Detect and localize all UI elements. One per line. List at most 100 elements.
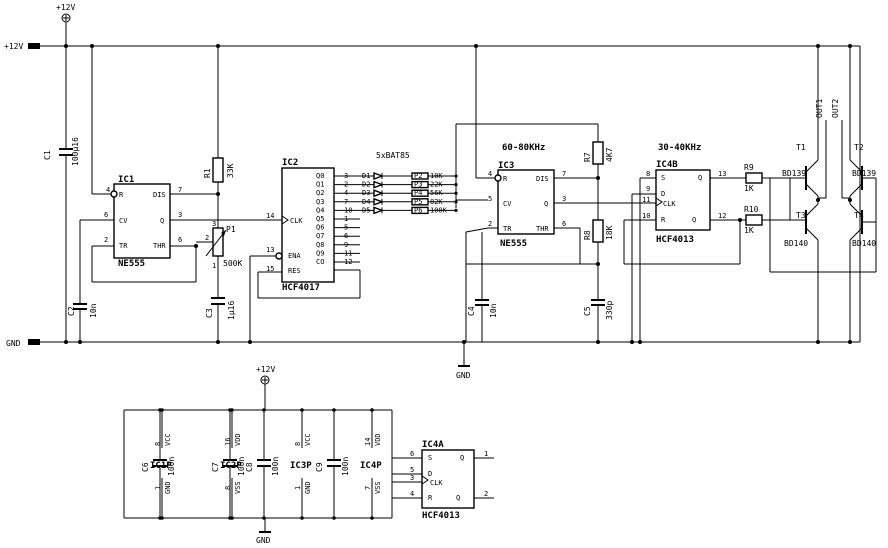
supply-ic-bot-pin: 1 <box>154 486 162 490</box>
supply-cap-label: C8 <box>245 462 254 472</box>
ic2-pin-label: Q5 <box>316 215 324 223</box>
capacitor-c4: C4 10n <box>467 232 498 342</box>
svg-text:2: 2 <box>205 234 209 242</box>
svg-text:7: 7 <box>562 170 566 178</box>
diode-array-title: 5xBAT85 <box>376 151 410 160</box>
trimmer-label: P5 <box>414 198 422 206</box>
svg-text:3: 3 <box>212 220 216 228</box>
svg-text:3: 3 <box>410 474 414 482</box>
supply-ic-bot-pin: 1 <box>294 486 302 490</box>
svg-text:1: 1 <box>212 262 216 270</box>
diode-label: D3 <box>362 189 370 197</box>
resistor-r9: R9 1K <box>744 163 790 193</box>
supply-ic-bot-name: GND <box>164 481 172 494</box>
svg-text:D: D <box>428 470 432 478</box>
svg-text:33K: 33K <box>226 163 235 178</box>
svg-text:CLK: CLK <box>663 200 676 208</box>
diode-label: D5 <box>362 206 370 214</box>
svg-text:11: 11 <box>642 196 650 204</box>
svg-text:BD140: BD140 <box>852 239 876 248</box>
supply-ic-bot-name: GND <box>304 481 312 494</box>
vcc-terminal <box>28 43 40 49</box>
diode-symbol <box>373 171 384 181</box>
svg-text:330p: 330p <box>605 301 614 320</box>
ic1-type: NE555 <box>118 259 145 269</box>
resistor-r8: R8 18K <box>583 219 614 300</box>
supply-ic-top-pin: 8 <box>294 442 302 446</box>
svg-text:TR: TR <box>119 242 128 250</box>
svg-text:6: 6 <box>104 211 108 219</box>
vcc-terminal-circle <box>61 13 71 23</box>
svg-text:T3: T3 <box>796 211 806 220</box>
svg-text:1K: 1K <box>744 226 754 235</box>
svg-text:R: R <box>503 175 508 183</box>
svg-text:500K: 500K <box>223 259 242 268</box>
ic2-pin-label: Q2 <box>316 189 324 197</box>
diode-symbol <box>373 206 384 215</box>
ic2-pin-label: Q0 <box>316 172 324 180</box>
svg-text:Q: Q <box>456 494 460 502</box>
ic3-type: NE555 <box>500 239 527 249</box>
svg-text:R9: R9 <box>744 163 754 172</box>
svg-text:10n: 10n <box>489 303 498 318</box>
svg-text:R10: R10 <box>744 205 759 214</box>
svg-text:R1: R1 <box>203 168 212 178</box>
supply-ic-label: IC3P <box>290 461 312 471</box>
svg-text:CV: CV <box>503 200 512 208</box>
svg-text:P1: P1 <box>226 225 236 234</box>
svg-text:C3: C3 <box>205 308 214 318</box>
svg-text:4: 4 <box>488 170 492 178</box>
diode-label: D1 <box>362 172 370 180</box>
svg-text:OUT1: OUT1 <box>815 99 824 118</box>
svg-text:CLK: CLK <box>430 479 443 487</box>
potentiometer-p1: P1 500K 1 2 3 <box>194 220 242 294</box>
svg-text:RES: RES <box>288 267 301 275</box>
svg-text:15: 15 <box>266 265 274 273</box>
svg-text:14: 14 <box>266 212 274 220</box>
svg-text:Q: Q <box>698 174 702 182</box>
svg-text:6: 6 <box>562 220 566 228</box>
svg-text:DIS: DIS <box>536 175 549 183</box>
supply-vcc-label: +12V <box>256 365 275 374</box>
trimmer-label: P2 <box>414 172 422 180</box>
supply-ic-top-name: VCC <box>164 433 172 446</box>
svg-text:1μ16: 1μ16 <box>227 301 236 320</box>
svg-text:2: 2 <box>488 220 492 228</box>
svg-text:5: 5 <box>410 466 414 474</box>
gnd-rail-label: GND <box>6 339 21 348</box>
trimmer-label: P4 <box>414 189 422 197</box>
svg-text:Q: Q <box>160 217 164 225</box>
resistor-r10: R10 1K <box>744 205 790 235</box>
ic4a-name: IC4A <box>422 440 444 450</box>
ic2-pin-label: Q7 <box>316 232 324 240</box>
svg-text:10: 10 <box>642 212 650 220</box>
ic1-name: IC1 <box>118 175 134 185</box>
c2-value: 10n <box>89 303 98 318</box>
gnd-tap-label: GND <box>456 371 471 380</box>
svg-text:T1: T1 <box>796 143 806 152</box>
svg-text:18K: 18K <box>605 225 614 240</box>
supply-ic-bot-pin: 8 <box>224 486 232 490</box>
ic2-name: IC2 <box>282 158 298 168</box>
svg-text:1: 1 <box>484 450 488 458</box>
svg-text:R: R <box>428 494 433 502</box>
ic2-pin-label: Q6 <box>316 224 324 232</box>
ic4b-name: IC4B <box>656 160 678 170</box>
svg-text:BD139: BD139 <box>782 169 806 178</box>
transistor-bridge: T1 BD139 T3 BD140 OUT1 T2 BD139 T4 BD140 <box>769 44 877 344</box>
supply-ic-bot-name: VSS <box>234 481 242 494</box>
capacitor-c3: C3 1μ16 <box>205 294 236 344</box>
supply-ic-top-pin: 16 <box>224 438 232 446</box>
diode-label: D2 <box>362 181 370 189</box>
svg-text:3: 3 <box>178 211 182 219</box>
capacitor-c5: C5 330p <box>583 299 614 344</box>
svg-text:CV: CV <box>119 217 128 225</box>
svg-text:4: 4 <box>410 490 414 498</box>
svg-text:9: 9 <box>646 185 650 193</box>
ic4b-freq: 30-40KHz <box>658 143 701 153</box>
supply-cap-value: 100n <box>271 457 280 476</box>
svg-text:TR: TR <box>503 225 512 233</box>
